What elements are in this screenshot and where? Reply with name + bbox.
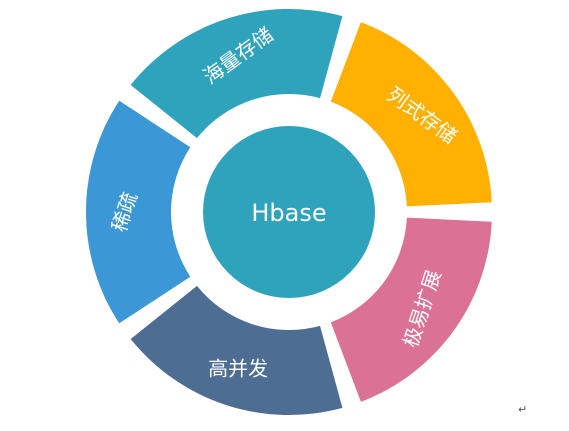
segment-high-concurrency — [130, 285, 343, 415]
segment-label-high-concurrency: 高并发 — [208, 356, 268, 380]
center-circle — [203, 126, 375, 298]
segment-easy-scaling — [330, 217, 492, 402]
paragraph-mark: ↵ — [518, 403, 528, 416]
segment-sparse — [85, 100, 191, 324]
segment-massive-storage — [130, 9, 343, 139]
segments-layer — [85, 9, 492, 415]
center-label: Hbase — [251, 199, 326, 227]
segment-columnar-storage — [330, 22, 492, 207]
